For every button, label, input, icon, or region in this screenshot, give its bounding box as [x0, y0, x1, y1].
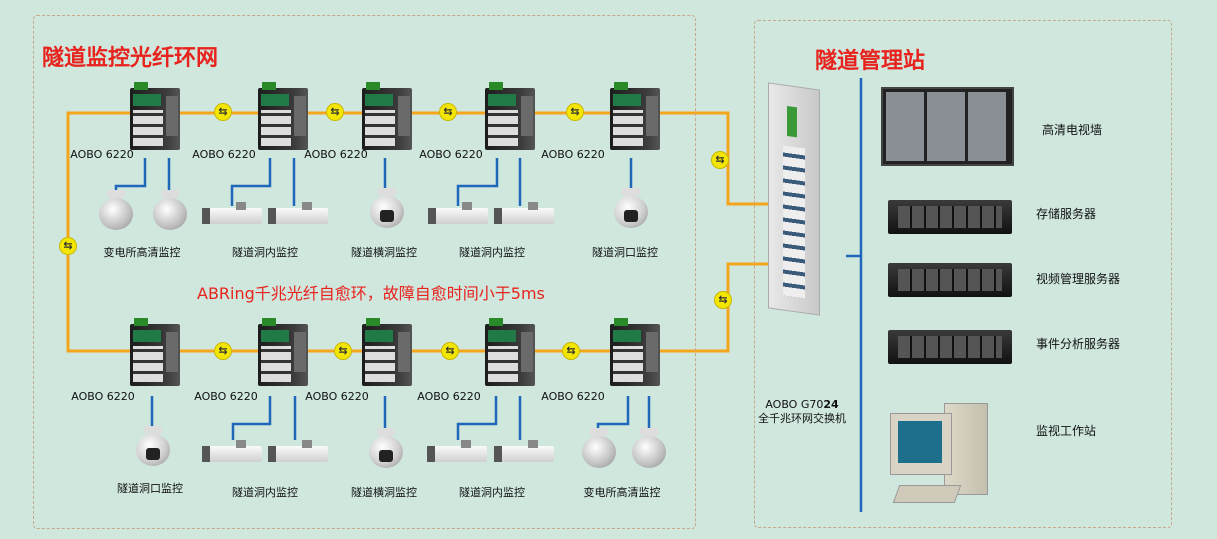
- video-wall: [881, 87, 1014, 166]
- core-switch-label: AOBO G7024 全千兆环网交换机: [758, 398, 846, 426]
- core-switch-model-bold: 24: [823, 398, 839, 411]
- ring-switch: [258, 82, 308, 150]
- network-title: 隧道监控光纤环网: [42, 46, 219, 71]
- ptz-camera: [370, 188, 404, 228]
- camera-group-label: 变电所高清监控: [103, 246, 181, 259]
- ring-switch: [485, 318, 535, 386]
- dome-camera: [582, 428, 616, 468]
- core-switch-model-prefix: AOBO G70: [765, 398, 824, 411]
- bullet-camera: [427, 440, 487, 464]
- bullet-camera: [268, 202, 328, 226]
- ring-subtitle: ABRing千兆光纤自愈环，故障自愈时间小于5ms: [197, 284, 545, 303]
- tunnel-network-panel: [33, 15, 696, 529]
- switch-label: AOBO 6220: [71, 390, 135, 403]
- switch-label: AOBO 6220: [305, 390, 369, 403]
- ptz-camera: [136, 426, 170, 466]
- dome-camera: [99, 190, 133, 230]
- camera-group-label: 隧道横洞监控: [351, 246, 417, 259]
- camera-group-label: 隧道洞内监控: [232, 246, 298, 259]
- switch-label: AOBO 6220: [70, 148, 134, 161]
- ring-symbol-icon: ⇆: [562, 342, 580, 360]
- event-analysis-server: [888, 330, 1012, 364]
- station-item-label: 监视工作站: [1036, 424, 1097, 438]
- station-title: 隧道管理站: [815, 49, 926, 74]
- ring-symbol-icon: ⇆: [439, 103, 457, 121]
- bullet-camera: [268, 440, 328, 464]
- switch-label: AOBO 6220: [417, 390, 481, 403]
- ring-switch: [362, 318, 412, 386]
- ring-left-fiber: [66, 111, 132, 353]
- ring-symbol-icon: ⇆: [214, 342, 232, 360]
- ring-switch: [362, 82, 412, 150]
- core-switch-description: 全千兆环网交换机: [758, 412, 846, 425]
- ring-switch: [130, 82, 180, 150]
- ring-switch: [485, 82, 535, 150]
- ring-symbol-icon: ⇆: [441, 342, 459, 360]
- monitoring-workstation: [886, 403, 990, 513]
- switch-label: AOBO 6220: [541, 148, 605, 161]
- station-item-label: 视频管理服务器: [1036, 272, 1121, 286]
- camera-group-label: 隧道洞内监控: [459, 486, 525, 499]
- ring-symbol-icon: ⇆: [326, 103, 344, 121]
- bullet-camera: [202, 440, 262, 464]
- station-item-label: 事件分析服务器: [1036, 337, 1121, 351]
- ring-symbol-icon: ⇆: [59, 237, 77, 255]
- bullet-camera: [494, 440, 554, 464]
- switch-label: AOBO 6220: [194, 390, 258, 403]
- bullet-camera: [202, 202, 262, 226]
- core-switch: [768, 82, 820, 316]
- switch-label: AOBO 6220: [419, 148, 483, 161]
- camera-group-label: 隧道洞口监控: [592, 246, 658, 259]
- storage-server: [888, 200, 1012, 234]
- bullet-camera: [428, 202, 488, 226]
- camera-group-label: 隧道洞内监控: [459, 246, 525, 259]
- dome-camera: [632, 428, 666, 468]
- camera-group-label: 变电所高清监控: [583, 486, 661, 499]
- ring-symbol-icon: ⇆: [714, 291, 732, 309]
- ring-switch: [130, 318, 180, 386]
- ring-symbol-icon: ⇆: [711, 151, 729, 169]
- switch-label: AOBO 6220: [192, 148, 256, 161]
- ptz-camera: [369, 428, 403, 468]
- dome-camera: [153, 190, 187, 230]
- station-item-label: 高清电视墙: [1042, 123, 1103, 137]
- video-management-server: [888, 263, 1012, 297]
- ring-symbol-icon: ⇆: [334, 342, 352, 360]
- ptz-camera: [614, 188, 648, 228]
- camera-group-label: 隧道洞口监控: [117, 482, 183, 495]
- bullet-camera: [494, 202, 554, 226]
- ring-symbol-icon: ⇆: [214, 103, 232, 121]
- camera-group-label: 隧道洞内监控: [232, 486, 298, 499]
- ring-symbol-icon: ⇆: [566, 103, 584, 121]
- station-item-label: 存储服务器: [1036, 207, 1097, 221]
- camera-group-label: 隧道横洞监控: [351, 486, 417, 499]
- ring-switch: [610, 318, 660, 386]
- switch-label: AOBO 6220: [541, 390, 605, 403]
- ring-switch: [258, 318, 308, 386]
- management-station-panel: [754, 20, 1172, 528]
- ring-switch: [610, 82, 660, 150]
- switch-label: AOBO 6220: [304, 148, 368, 161]
